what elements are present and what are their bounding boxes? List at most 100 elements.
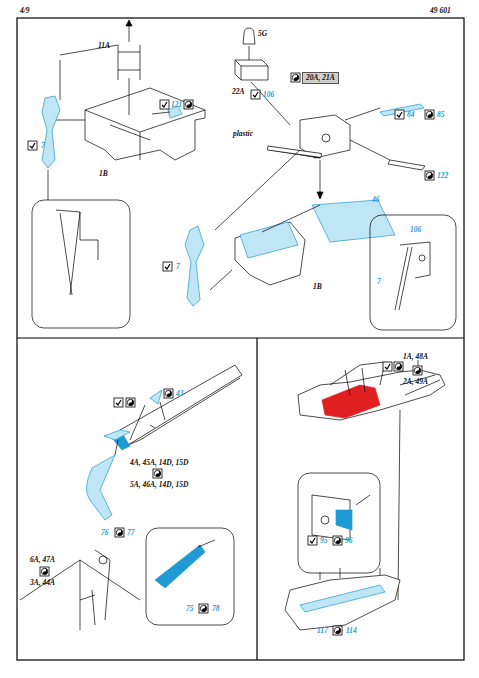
drawing-stroke — [388, 160, 425, 170]
drawing-stroke — [28, 141, 37, 150]
drawing-stroke — [425, 171, 434, 180]
drawing-stroke — [115, 528, 124, 537]
drawing-stroke — [40, 567, 49, 576]
drawing-stroke — [80, 590, 95, 625]
drawing-stroke — [163, 262, 172, 271]
drawing-stroke — [164, 389, 173, 398]
drawing-stroke — [210, 270, 232, 290]
drawing-stroke — [249, 46, 250, 60]
seat-assembly-1 — [32, 20, 205, 328]
drawing-stroke — [333, 536, 342, 545]
drawing-stroke — [235, 60, 268, 80]
part-number: 121 — [171, 101, 182, 109]
drawing-stroke — [118, 45, 140, 80]
drawing-stroke — [285, 575, 400, 630]
drawing-stroke — [333, 626, 342, 635]
part-label: 4/9 — [20, 7, 30, 15]
drawing-stroke — [146, 528, 234, 625]
part-number: 76 — [101, 529, 109, 537]
drawing-stroke — [153, 469, 162, 478]
drawing-stroke — [55, 45, 118, 120]
flap-assembly — [20, 365, 242, 630]
drawing-stroke — [42, 96, 60, 168]
part-number: 106 — [410, 226, 421, 234]
drawing-stroke — [345, 108, 380, 120]
drawing-stroke — [419, 255, 425, 261]
part-label: 1B — [313, 283, 322, 291]
part-number: 114 — [346, 627, 357, 635]
drawing-stroke — [356, 495, 370, 505]
drawing-stroke — [155, 545, 205, 588]
drawing-stroke — [312, 200, 395, 242]
drawing-stroke — [243, 28, 255, 44]
part-label: 1A, 48A — [403, 353, 428, 361]
drawing-stroke — [185, 226, 204, 306]
part-number: 78 — [212, 605, 220, 613]
drawing-stroke — [215, 150, 320, 232]
drawing-stroke — [240, 222, 298, 258]
part-label: 6A, 47A — [30, 556, 55, 564]
part-label: 1B — [99, 170, 108, 178]
drawing-stroke — [317, 192, 323, 199]
drawing-stroke — [398, 410, 400, 600]
drawing-stroke — [56, 210, 98, 295]
part-label: 4A, 45A, 14D, 15D — [130, 459, 188, 467]
part-label: 2A, 49A — [403, 378, 428, 386]
part-number: 7 — [41, 142, 45, 150]
part-number: 85 — [437, 111, 445, 119]
part-number: 7 — [176, 263, 180, 271]
part-number: 7 — [377, 278, 381, 286]
part-number: 117 — [317, 627, 328, 635]
drawing-stroke — [291, 73, 300, 82]
drawing-stroke — [395, 110, 404, 119]
drawing-stroke — [256, 338, 257, 660]
part-label: 5G — [258, 30, 267, 38]
drawing-stroke — [115, 405, 155, 455]
part-number: 43 — [176, 390, 184, 398]
drawing-stroke — [350, 140, 390, 160]
drawing-stroke — [99, 556, 107, 564]
part-box: 20A, 21A — [302, 72, 339, 84]
drawing-stroke — [126, 20, 132, 26]
drawing-stroke — [251, 90, 260, 99]
part-number: 84 — [407, 111, 415, 119]
part-label: 11A — [98, 42, 110, 50]
part-number: 46 — [372, 196, 380, 204]
drawing-stroke — [160, 402, 165, 420]
drawing-stroke — [251, 82, 290, 125]
drawing-stroke — [322, 134, 330, 142]
drawing-stroke — [17, 337, 464, 338]
part-number: 106 — [263, 91, 274, 99]
drawing-stroke — [198, 540, 215, 547]
seat-assembly-2 — [185, 28, 456, 330]
drawing-stroke — [413, 366, 422, 375]
drawing-stroke — [160, 100, 169, 109]
drawing-stroke — [308, 536, 317, 545]
drawing-stroke — [395, 242, 430, 310]
part-number: 96 — [345, 537, 353, 545]
frame — [17, 18, 464, 660]
part-label: 3A, 44A — [30, 579, 55, 587]
drawing-stroke — [17, 18, 464, 660]
part-number: 95 — [320, 537, 328, 545]
drawing-stroke — [298, 473, 380, 573]
drawing-stroke — [150, 390, 162, 404]
drawing-stroke — [110, 112, 170, 140]
part-label: plastic — [233, 130, 253, 138]
part-label: 20A, 21A — [306, 74, 335, 82]
drawing-stroke — [400, 375, 440, 395]
drawing-stroke — [120, 365, 242, 445]
part-number: 75 — [186, 605, 194, 613]
drawing-stroke — [48, 170, 49, 200]
drawing-stroke — [320, 160, 321, 195]
drawing-stroke — [320, 568, 380, 580]
drawing-stroke — [86, 455, 115, 520]
drawing-stroke — [184, 100, 193, 109]
drawing-stroke — [322, 385, 380, 418]
drawing-stroke — [336, 510, 352, 530]
drawing-stroke — [235, 60, 268, 80]
part-label: 22A — [232, 88, 245, 96]
part-number: 77 — [127, 529, 135, 537]
